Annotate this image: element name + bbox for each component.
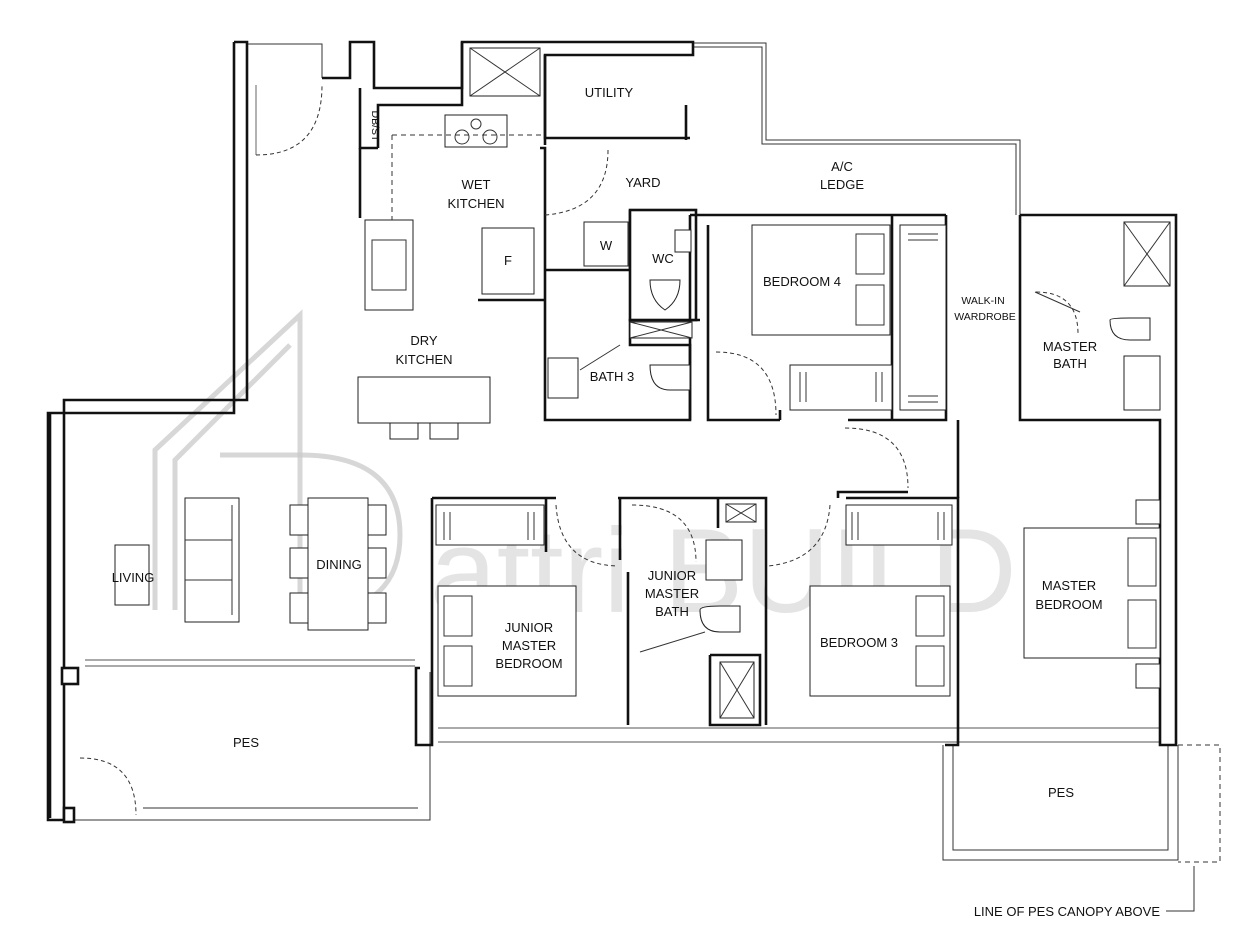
canopy-annotation: LINE OF PES CANOPY ABOVE	[974, 866, 1195, 919]
label-dining: DINING	[316, 557, 362, 572]
label-bedroom-4: BEDROOM 4	[763, 274, 841, 289]
label-living: LIVING	[112, 570, 155, 585]
label-db-st: DB/ST	[369, 111, 381, 143]
label-master-bath-1: MASTER	[1043, 339, 1097, 354]
label-jm-bath-2: MASTER	[645, 586, 699, 601]
label-bedroom-3: BEDROOM 3	[820, 635, 898, 650]
label-master-bath-2: BATH	[1053, 356, 1087, 371]
label-jm-bath-1: JUNIOR	[648, 568, 696, 583]
label-jm-bath-3: BATH	[655, 604, 689, 619]
label-master-bedroom-1: MASTER	[1042, 578, 1096, 593]
label-wet-kitchen-1: WET	[462, 177, 491, 192]
label-bath-3: BATH 3	[590, 369, 635, 384]
room-labels: UTILITY DB/ST WET KITCHEN YARD A/C LEDGE…	[112, 85, 1103, 800]
label-walkin-2: WARDROBE	[954, 311, 1015, 323]
label-wet-kitchen-2: KITCHEN	[447, 196, 504, 211]
canopy-leader-line	[1166, 866, 1195, 912]
label-ac-ledge-2: LEDGE	[820, 177, 864, 192]
label-dry-kitchen-2: KITCHEN	[395, 352, 452, 367]
label-yard: YARD	[625, 175, 660, 190]
canopy-label: LINE OF PES CANOPY ABOVE	[974, 904, 1160, 919]
label-jm-bedroom-1: JUNIOR	[505, 620, 553, 635]
label-washer: W	[600, 238, 613, 253]
label-wc: WC	[652, 251, 674, 266]
label-ac-ledge-1: A/C	[831, 159, 853, 174]
label-walkin-1: WALK-IN	[961, 295, 1004, 307]
ledge-lines	[68, 42, 1221, 863]
fixtures	[114, 47, 1171, 719]
label-jm-bedroom-3: BEDROOM	[495, 656, 562, 671]
label-pes-right: PES	[1048, 785, 1074, 800]
door-swings	[79, 84, 1079, 816]
label-dry-kitchen-1: DRY	[410, 333, 438, 348]
walls	[46, 40, 1178, 824]
label-utility: UTILITY	[585, 85, 634, 100]
label-pes-left: PES	[233, 735, 259, 750]
label-master-bedroom-2: BEDROOM	[1035, 597, 1102, 612]
label-jm-bedroom-2: MASTER	[502, 638, 556, 653]
label-fridge: F	[504, 253, 512, 268]
